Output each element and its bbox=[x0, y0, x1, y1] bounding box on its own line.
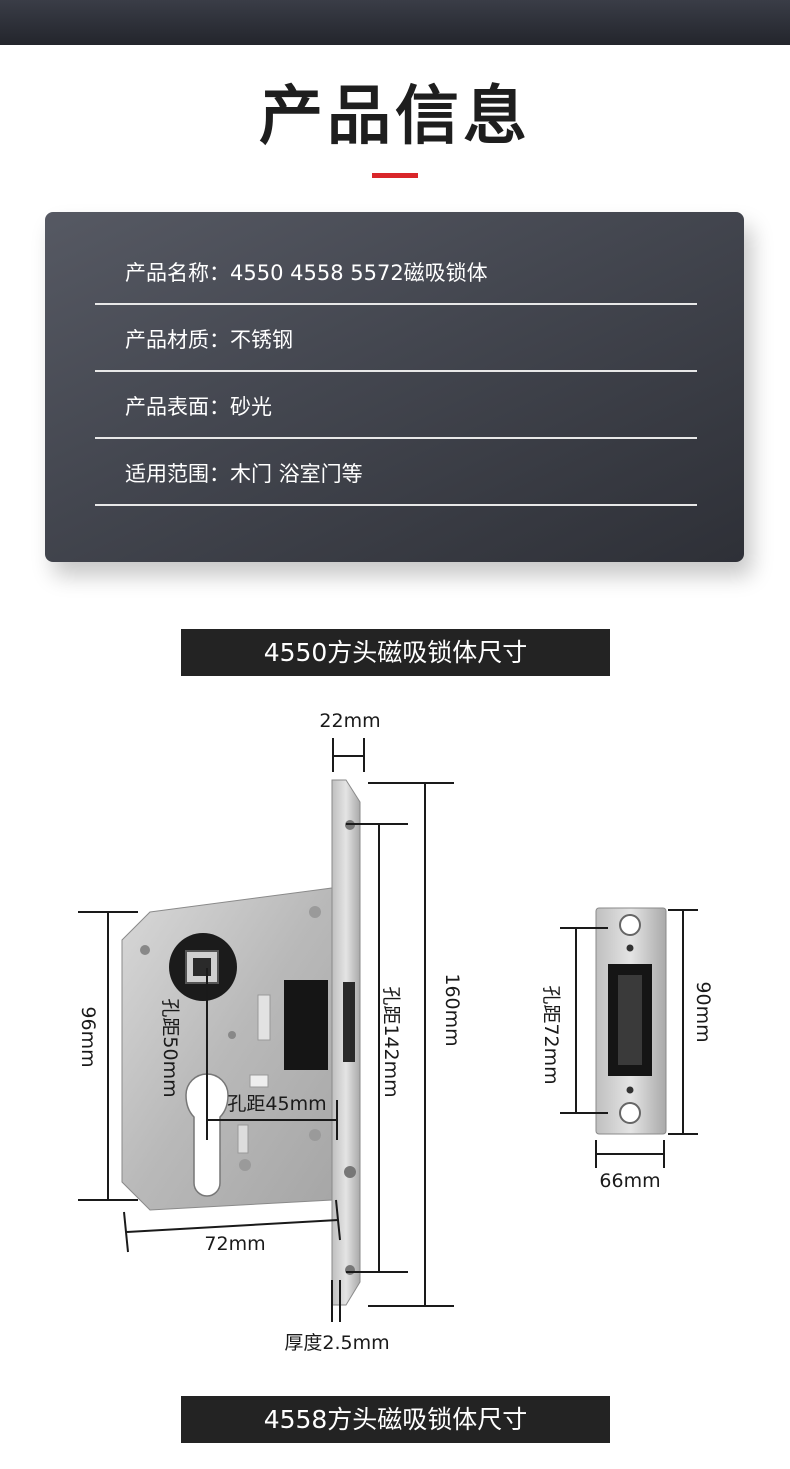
dim-backset: 孔距45mm bbox=[227, 1093, 326, 1115]
info-label: 产品材质： bbox=[125, 328, 230, 352]
dimension-lines bbox=[78, 738, 698, 1322]
info-row-surface: 产品表面：砂光 bbox=[95, 372, 697, 439]
info-label: 产品表面： bbox=[125, 395, 230, 419]
info-label: 适用范围： bbox=[125, 462, 230, 486]
info-value: 砂光 bbox=[230, 395, 272, 419]
section-banner-4550: 4550方头磁吸锁体尺寸 bbox=[181, 629, 610, 676]
top-bar bbox=[0, 0, 790, 45]
section-banner-4558: 4558方头磁吸锁体尺寸 bbox=[181, 1396, 610, 1443]
dim-body-height: 96mm bbox=[77, 1006, 99, 1067]
faceplate bbox=[331, 779, 361, 1306]
info-row-text: 适用范围：木门 浴室门等 bbox=[125, 458, 363, 488]
dim-faceplate-width: 22mm bbox=[319, 710, 380, 732]
strike-plate bbox=[595, 907, 667, 1135]
info-value: 不锈钢 bbox=[230, 328, 293, 352]
page-title: 产品信息 bbox=[259, 80, 531, 152]
info-value: 4550 4558 5572磁吸锁体 bbox=[230, 261, 488, 285]
dim-strike-width: 66mm bbox=[599, 1170, 660, 1192]
info-label: 产品名称： bbox=[125, 261, 230, 285]
info-row-name: 产品名称：4550 4558 5572磁吸锁体 bbox=[95, 238, 697, 305]
info-row-text: 产品名称：4550 4558 5572磁吸锁体 bbox=[125, 257, 488, 287]
info-value: 木门 浴室门等 bbox=[230, 462, 363, 486]
dim-strike-hole-spacing: 孔距72mm bbox=[540, 985, 562, 1084]
dim-thickness: 厚度2.5mm bbox=[284, 1332, 389, 1354]
dim-body-width: 72mm bbox=[204, 1233, 265, 1255]
dim-hole-spacing: 孔距142mm bbox=[380, 986, 402, 1097]
title-accent-line bbox=[372, 173, 418, 178]
info-row-material: 产品材质：不锈钢 bbox=[95, 305, 697, 372]
info-row-text: 产品材质：不锈钢 bbox=[125, 324, 293, 354]
info-row-text: 产品表面：砂光 bbox=[125, 391, 272, 421]
lock-body bbox=[121, 887, 333, 1211]
info-row-application: 适用范围：木门 浴室门等 bbox=[95, 439, 697, 506]
lock-dimension-diagram: 22mm 160mm 孔距142mm 96mm 孔距50mm 孔距45mm 72… bbox=[77, 710, 714, 1354]
dim-spindle-to-cylinder: 孔距50mm bbox=[159, 998, 181, 1097]
dim-strike-height: 90mm bbox=[692, 981, 714, 1042]
product-info-panel: 产品名称：4550 4558 5572磁吸锁体 产品材质：不锈钢 产品表面：砂光… bbox=[45, 212, 744, 562]
dim-height: 160mm bbox=[441, 973, 463, 1046]
